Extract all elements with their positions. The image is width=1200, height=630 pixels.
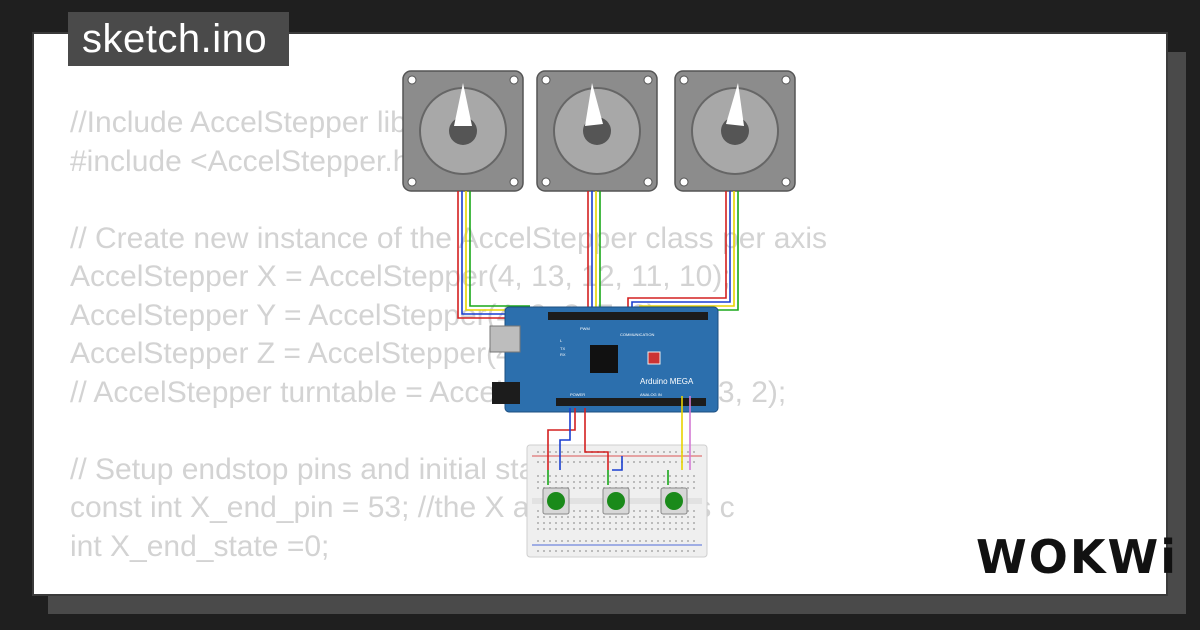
stepper-motor-z[interactable] xyxy=(674,70,796,192)
arduino-mega-board[interactable]: Arduino MEGA PWM COMMUNICATION L TX RX P… xyxy=(489,306,719,413)
code-preview: //Include AccelStepper library #include … xyxy=(70,104,827,566)
pwm-label: PWM xyxy=(580,326,590,331)
endstop-button-y[interactable] xyxy=(602,487,630,515)
power-label: POWER xyxy=(570,392,585,397)
code-line: // Create new instance of the AccelStepp… xyxy=(70,221,828,255)
endstop-button-x[interactable] xyxy=(542,487,570,515)
wokwi-logo: WOKWi xyxy=(976,530,1178,584)
stepper-motor-y[interactable] xyxy=(536,70,658,192)
code-line: AccelStepper X = AccelStepper(4, 13, 12,… xyxy=(70,260,731,293)
rx-label: RX xyxy=(560,352,566,357)
analog-label: ANALOG IN xyxy=(640,392,662,397)
code-line: // Setup endstop pins and initial states xyxy=(70,452,576,486)
stepper-motor-x[interactable] xyxy=(402,70,524,192)
l-label: L xyxy=(560,338,563,343)
endstop-button-z[interactable] xyxy=(660,487,688,515)
tx-label: TX xyxy=(560,346,565,351)
code-line: //Include AccelStepper library xyxy=(70,106,459,139)
code-line: #include <AccelStepper.h> xyxy=(70,144,427,178)
board-label: Arduino MEGA xyxy=(640,377,694,386)
motor-wires xyxy=(457,191,739,319)
file-tab[interactable]: sketch.ino xyxy=(68,12,290,66)
code-line: int X_end_state =0; xyxy=(70,529,330,563)
button-wires xyxy=(547,396,691,485)
comm-label: COMMUNICATION xyxy=(620,332,654,337)
